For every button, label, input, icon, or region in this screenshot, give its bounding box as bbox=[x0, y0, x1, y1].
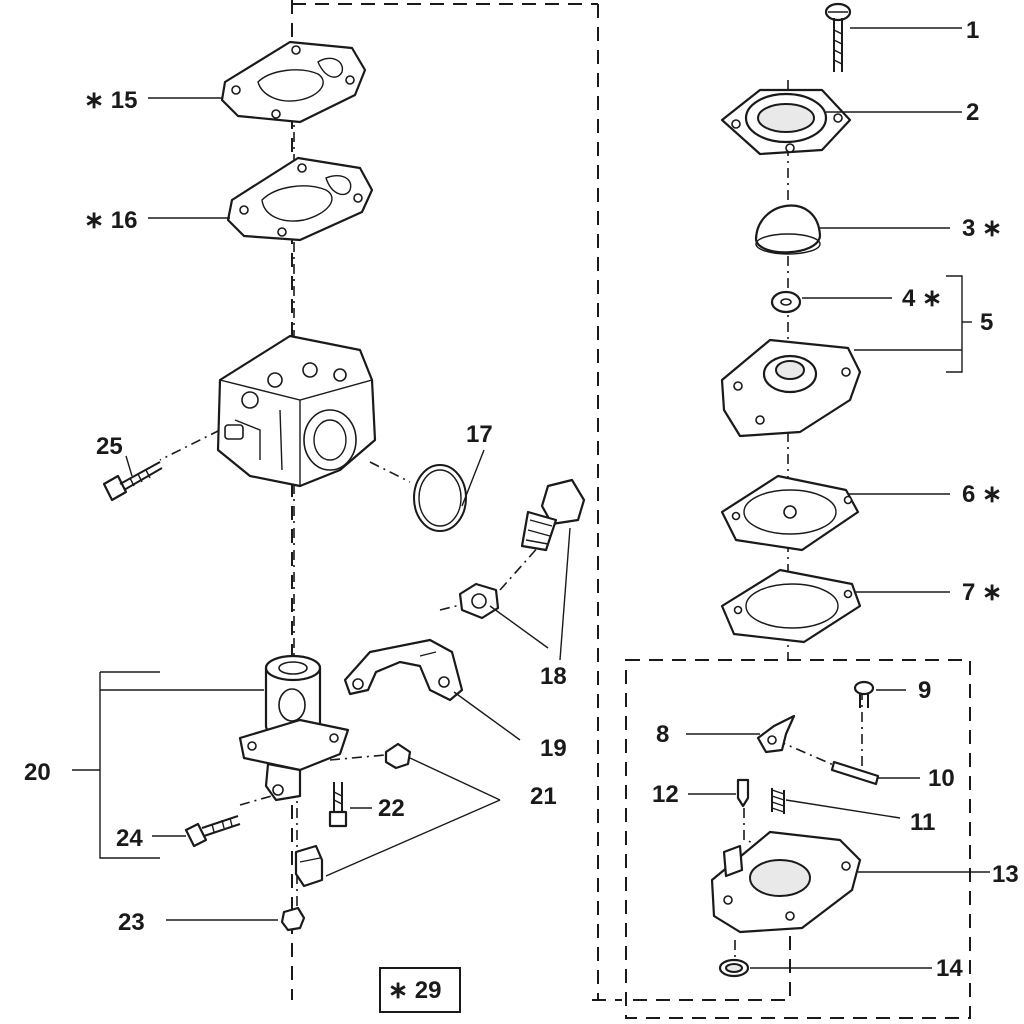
gasket-part-7 bbox=[720, 568, 862, 644]
callout-labels: 1 2 3 ∗ 4 ∗ 5 6 ∗ 7 ∗ 8 9 10 11 12 13 14… bbox=[24, 17, 1019, 1004]
callout-24: 24 bbox=[116, 825, 143, 852]
valve-part-4 bbox=[770, 290, 802, 314]
callout-7: 7 ∗ bbox=[962, 579, 1002, 606]
leader-lines bbox=[72, 27, 990, 969]
throttle-body-part-20 bbox=[238, 654, 350, 802]
primer-bulb-part-3 bbox=[754, 204, 822, 255]
callout-14: 14 bbox=[936, 955, 963, 982]
callout-29: ∗ 29 bbox=[388, 977, 441, 1004]
callout-23: 23 bbox=[118, 909, 145, 936]
fitting-part-18 bbox=[520, 478, 586, 552]
callout-6: 6 ∗ bbox=[962, 481, 1002, 508]
needle-part-12 bbox=[736, 778, 750, 808]
plug-part-21 bbox=[384, 742, 412, 770]
callout-8: 8 bbox=[656, 721, 669, 748]
screen-part-14 bbox=[718, 958, 750, 978]
callout-25: 25 bbox=[96, 433, 123, 460]
callout-3: 3 ∗ bbox=[962, 215, 1002, 242]
callout-18: 18 bbox=[540, 663, 567, 690]
screw-part-22 bbox=[328, 782, 348, 828]
screw-part-24 bbox=[184, 815, 241, 848]
callout-9: 9 bbox=[918, 677, 931, 704]
callout-12: 12 bbox=[652, 781, 679, 808]
callout-17: 17 bbox=[466, 421, 493, 448]
gasket-part-15 bbox=[220, 40, 367, 124]
callout-21: 21 bbox=[530, 783, 557, 810]
metering-body-part-13 bbox=[710, 830, 862, 934]
screw-part-9 bbox=[853, 680, 875, 708]
callout-13: 13 bbox=[992, 861, 1019, 888]
callout-22: 22 bbox=[378, 795, 405, 822]
callout-2: 2 bbox=[966, 99, 979, 126]
spring-part-11 bbox=[771, 788, 785, 814]
pump-cover-part-2 bbox=[720, 88, 852, 156]
pump-body-part-5 bbox=[720, 338, 862, 438]
lever-part-8 bbox=[756, 714, 796, 754]
screw-part-1 bbox=[824, 2, 852, 72]
bracket-part-19 bbox=[343, 638, 464, 702]
gasket-part-16 bbox=[226, 156, 374, 242]
o-ring-part-17 bbox=[413, 464, 467, 532]
pin-part-10 bbox=[830, 760, 880, 786]
callout-19: 19 bbox=[540, 735, 567, 762]
callout-4: 4 ∗ bbox=[902, 285, 942, 312]
callout-11: 11 bbox=[910, 809, 935, 836]
callout-20: 20 bbox=[24, 759, 51, 786]
callout-5: 5 bbox=[980, 309, 993, 336]
diaphragm-part-6 bbox=[720, 474, 860, 552]
callout-1: 1 bbox=[966, 17, 979, 44]
callout-16: ∗ 16 bbox=[84, 207, 137, 234]
nut-part-18 bbox=[458, 582, 500, 620]
callout-15: ∗ 15 bbox=[84, 87, 137, 114]
jet-part-21 bbox=[294, 844, 324, 888]
kit-callout-box bbox=[379, 967, 461, 1013]
screw-part-25 bbox=[102, 461, 163, 502]
carburetor-body bbox=[216, 334, 377, 488]
plug-part-23 bbox=[280, 906, 306, 932]
callout-10: 10 bbox=[928, 765, 955, 792]
